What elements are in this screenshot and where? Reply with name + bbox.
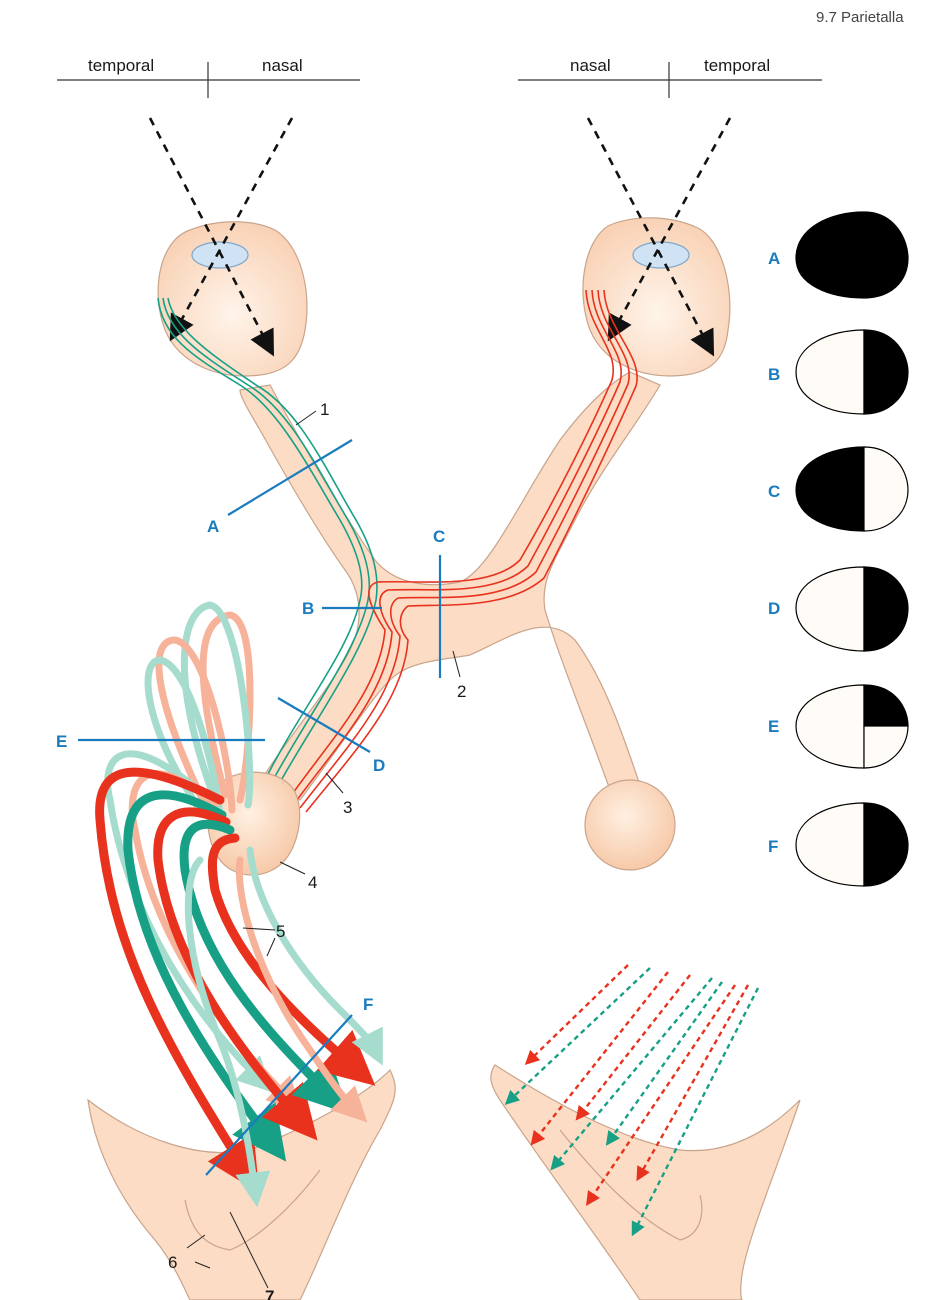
field-defect-panel: A B C D E F	[768, 211, 909, 887]
defect-label-c: C	[768, 482, 780, 501]
lesion-label-b: B	[302, 599, 314, 618]
section-header: 9.7 Parietalla	[816, 9, 904, 26]
light-rays	[148, 117, 732, 357]
left-visual-field-bar: temporal nasal	[57, 56, 360, 98]
defect-label-f: F	[768, 837, 778, 856]
defect-label-e: E	[768, 717, 779, 736]
right-nasal-label: nasal	[570, 56, 611, 75]
temporal-retina-fibers	[157, 297, 378, 785]
defect-e-field	[863, 684, 909, 727]
defect-label-b: B	[768, 365, 780, 384]
lesion-label-a: A	[207, 517, 219, 536]
lesion-labels: A B C D E F	[56, 517, 445, 1014]
lesion-label-d: D	[373, 756, 385, 775]
right-temporal-label: temporal	[704, 56, 770, 75]
lesion-label-c: C	[433, 527, 445, 546]
label-6-cortex: 6	[168, 1253, 177, 1272]
right-visual-field-bar: nasal temporal	[518, 56, 822, 98]
right-cortex-projections	[504, 964, 760, 1237]
lesion-line-a	[227, 439, 353, 516]
defect-label-a: A	[768, 249, 780, 268]
lesion-label-f: F	[363, 995, 373, 1014]
defect-d-field	[863, 566, 909, 652]
defect-a-field	[795, 211, 909, 299]
label-5-optic-radiation: 5	[276, 922, 285, 941]
left-temporal-label: temporal	[88, 56, 154, 75]
lesion-label-e: E	[56, 732, 67, 751]
defect-b-field	[863, 329, 909, 415]
label-1-optic-nerve: 1	[320, 400, 329, 419]
defect-label-d: D	[768, 599, 780, 618]
defect-c-field	[795, 446, 865, 532]
lesion-markers	[78, 439, 442, 1176]
right-lgn	[584, 779, 676, 871]
structure-numbers	[186, 410, 461, 1289]
label-4-lgn: 4	[308, 873, 317, 892]
left-eye	[157, 221, 308, 377]
nasal-retina-fibers	[287, 289, 638, 813]
left-nasal-label: nasal	[262, 56, 303, 75]
lesion-line-d	[277, 697, 371, 753]
label-7-calcarine: 7	[265, 1287, 274, 1300]
defect-f-field	[863, 802, 909, 887]
left-cortex-fold	[184, 1169, 321, 1251]
label-3-optic-tract: 3	[343, 798, 352, 817]
optic-pathway-tissue	[239, 371, 661, 801]
optic-radiation	[95, 601, 383, 1208]
label-2-chiasm: 2	[457, 682, 466, 701]
right-visual-cortex	[490, 1064, 801, 1300]
right-cortex-fold	[559, 1129, 703, 1241]
lesion-line-f	[205, 1014, 353, 1176]
